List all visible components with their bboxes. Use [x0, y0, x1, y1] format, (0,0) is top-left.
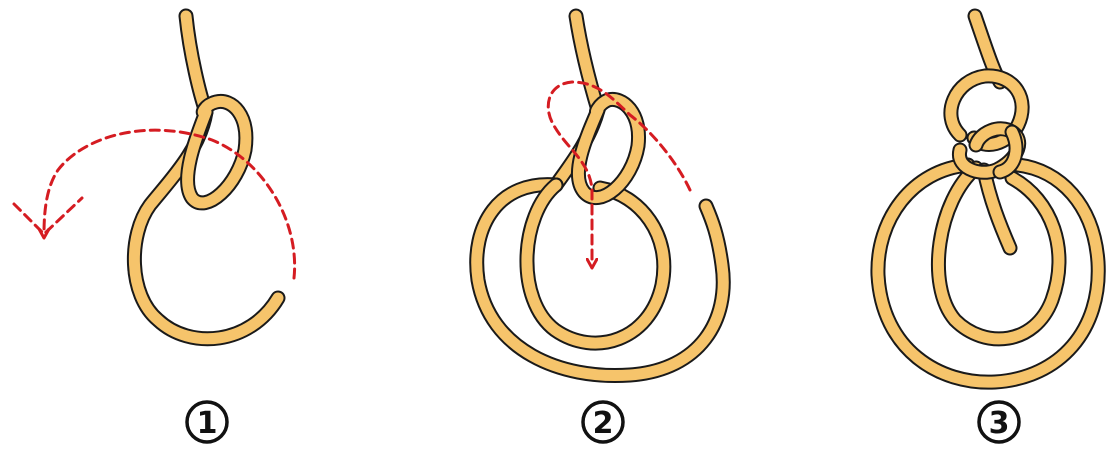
step-number-2: 2 [593, 406, 614, 441]
step-1-rope [134, 16, 278, 339]
step-badge-1: 1 [187, 402, 227, 442]
step-badge-3: 3 [979, 402, 1019, 442]
step-badge-2: 2 [583, 402, 623, 442]
step-1-panel [14, 16, 295, 339]
step-2-panel [477, 16, 724, 376]
step-3-panel [878, 16, 1098, 382]
step-number-1: 1 [197, 406, 218, 441]
step-1-arrow-tail [14, 198, 82, 234]
step-1-arrow [44, 130, 295, 278]
step-2-rope [477, 16, 724, 376]
step-3-rope [878, 16, 1098, 382]
step-number-3: 3 [989, 406, 1010, 441]
